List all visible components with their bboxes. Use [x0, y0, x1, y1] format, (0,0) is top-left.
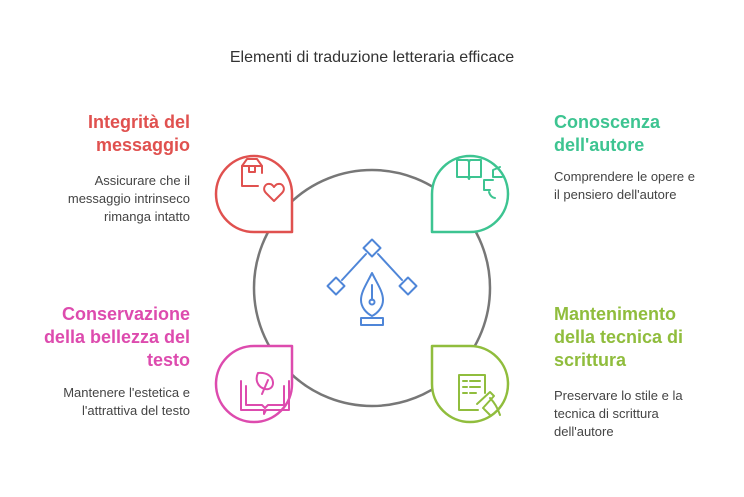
teardrop-top-right	[430, 154, 510, 234]
writing-hand-icon	[458, 374, 501, 416]
central-ring	[252, 168, 492, 408]
desc-integrita: Assicurare che il messaggio intrinseco r…	[67, 173, 190, 224]
desc-mantenimento: Preservare lo stile e la tecnica di scri…	[554, 388, 683, 439]
heading-mantenimento: Mantenimento della tecnica di scrittura	[554, 304, 684, 370]
desc-conservazione: Mantenere l'estetica e l'attrattiva del …	[63, 385, 190, 418]
heading-integrita: Integrità del messaggio	[87, 112, 190, 155]
teardrop-bottom-right	[430, 344, 510, 424]
pen-nib-anchor-icon	[326, 238, 418, 326]
teardrop-top-left	[214, 154, 294, 234]
diagram-title: Elementi di traduzione letteraria effica…	[229, 49, 515, 66]
heading-conservazione: Conservazione della bellezza del testo	[43, 304, 190, 370]
teardrop-bottom-left	[214, 344, 294, 424]
desc-conoscenza: Comprendere le opere e il pensiero dell'…	[554, 169, 695, 202]
book-head-icon	[456, 159, 503, 199]
box-heart-icon	[241, 158, 285, 202]
open-book-leaf-icon	[240, 371, 290, 415]
heading-conoscenza: Conoscenza dell'autore	[554, 112, 661, 155]
